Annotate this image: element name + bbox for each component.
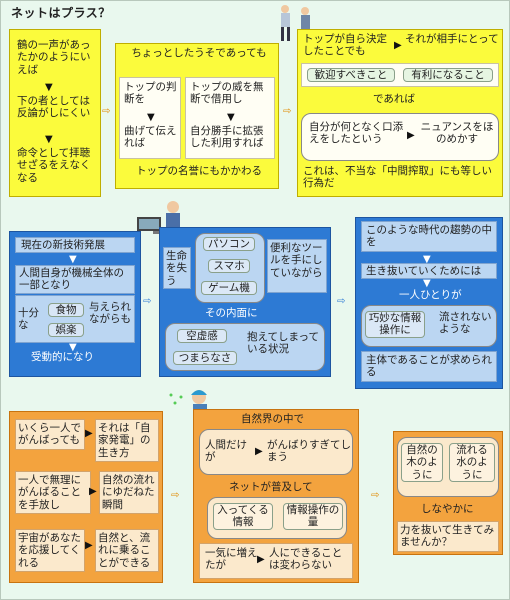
- row1-col2-right-bottom: 自分勝手に拡張した利用すれば: [190, 125, 264, 150]
- right-arrow-icon: ▶: [255, 446, 263, 457]
- row3-col2-heading: 自然界の中で: [241, 413, 304, 425]
- row1-col2-heading: ちょっとしたうそであっても: [131, 47, 267, 59]
- row2-col2-holding: 抱えてしまっている状況: [247, 331, 320, 356]
- page-title: ネットはプラス？: [11, 6, 111, 20]
- row1-col3-conj: であれば: [373, 93, 415, 105]
- tag-game-console: ゲーム機: [201, 281, 257, 296]
- row3-col1-c2: 自然と、流れに乗ることができる: [95, 529, 159, 572]
- row2-col1-heading: 現在の新技術発展: [21, 239, 105, 251]
- row3-col2-top-box: [199, 429, 353, 475]
- down-arrow-icon: ▼: [423, 278, 431, 289]
- tag-welcome: 歓迎すべきこと: [307, 68, 395, 83]
- right-arrow-icon: ⇨: [337, 296, 346, 307]
- right-arrow-icon: ⇨: [102, 106, 111, 117]
- row2-col2-life-loss: 生命を失う: [163, 247, 191, 289]
- row2-col3-survive: 生き抜いていくためには: [361, 263, 497, 280]
- row3-col1-b2: 自然の流れにゆだねた瞬間: [99, 471, 159, 514]
- down-arrow-icon: ▼: [45, 134, 53, 145]
- right-arrow-icon: ▶: [85, 540, 93, 551]
- down-arrow-icon: ▼: [147, 112, 155, 123]
- row1-col3-top-right: それが相手にとって: [405, 33, 499, 45]
- tag-food: 食物: [48, 303, 84, 318]
- tag-boredom: つまらなさ: [173, 351, 237, 366]
- row1-col1-text1: 鶴の一声があったかのようにいえば: [17, 39, 91, 76]
- row1-col2-right-top: トップの威を無断で借用し: [190, 81, 264, 106]
- tag-advantage: 有利になること: [403, 68, 493, 83]
- down-arrow-icon: ▼: [423, 254, 431, 265]
- tag-incoming-info: 入ってくる情報: [213, 503, 273, 530]
- tag-water: 流れる水のように: [449, 443, 495, 482]
- row1-col2-right-box: [185, 77, 275, 159]
- tag-entertainment: 娯楽: [48, 323, 84, 338]
- row2-col1-footer: 受動的になり: [31, 351, 94, 363]
- row1-col2-left-top: トップの判断を: [124, 81, 177, 106]
- row1-col3-mid-right: ニュアンスをほのめかす: [420, 121, 494, 146]
- row1-col3-mid-left: 自分が何となく口添えをしたという: [309, 121, 404, 146]
- down-arrow-icon: ▼: [69, 342, 77, 353]
- row3-col1-c1: 宇宙があなたを応援してくれる: [15, 529, 85, 572]
- row1-col1-panel: [9, 29, 101, 197]
- row3-col2-trying-hard: がんばりすぎてしまう: [267, 439, 351, 464]
- right-arrow-icon: ▶: [394, 40, 402, 51]
- row2-col3-each: 一人ひとりが: [399, 289, 462, 301]
- row3-col2-net-spread: ネットが普及して: [229, 481, 313, 493]
- row3-col1-b1: 一人で無理にがんばることを手放し: [15, 471, 91, 514]
- row1-col3-top-left: トップが自ら決定したことでも: [303, 33, 387, 58]
- tag-smartphone: スマホ: [208, 259, 250, 274]
- down-arrow-icon: ▼: [45, 82, 53, 93]
- row1-col3-mid-box: [301, 113, 499, 161]
- row1-col3-conclusion: これは、不当な「中間搾取」にも等しい行為だ: [303, 165, 492, 190]
- tag-tree: 自然の木のように: [401, 443, 443, 482]
- row3-col2-human-can: 人にできることは変わらない: [269, 547, 343, 572]
- right-arrow-icon: ⇨: [143, 296, 152, 307]
- row3-col2-only-human: 人間だけが: [205, 439, 247, 464]
- row2-col3-heading: このような時代の趨勢の中を: [361, 221, 497, 252]
- row3-col2-bottom-box: [199, 543, 353, 579]
- row2-col1-given: 与えられながらも: [89, 301, 131, 326]
- row3-col2-surge: 一気に増えたが: [205, 547, 258, 572]
- right-arrow-icon: ⇨: [371, 490, 380, 501]
- row3-col1-a1: いくら一人でがんばっても: [15, 419, 85, 450]
- row2-col1-heading-box: [15, 237, 135, 253]
- row1-col1-text2: 下の者としては反論がしにくい: [17, 95, 91, 120]
- down-arrow-icon: ▼: [69, 254, 77, 265]
- tag-pc: パソコン: [203, 237, 255, 252]
- row2-col3-subject: 主体であることが求められる: [361, 351, 497, 382]
- row3-col1-a2: それは「自家発電」の生き方: [95, 419, 159, 462]
- tag-manipulation-amount: 情報操作の量: [283, 503, 343, 530]
- tag-emptiness: 空虚感: [177, 329, 227, 344]
- row1-col2-left-box: [119, 77, 181, 159]
- people-illustration: [281, 5, 310, 43]
- row2-col2-inside: その内面に: [205, 307, 258, 319]
- right-arrow-icon: ▶: [257, 554, 265, 565]
- row3-col3-supple: しなやかに: [421, 503, 474, 515]
- tag-manipulation: 巧妙な情報操作に: [365, 311, 425, 338]
- right-arrow-icon: ⇨: [171, 490, 180, 501]
- row1-col1-text3: 命令として拝聴せざるをえなくなる: [17, 147, 91, 184]
- right-arrow-icon: ▶: [407, 130, 415, 141]
- row1-col2-footer: トップの名誉にもかかわる: [136, 165, 262, 177]
- row2-col1-left-word: 十分な: [18, 307, 39, 332]
- row2-col1-text1: 人間自身が機械全体の一部となり: [15, 265, 135, 294]
- right-arrow-icon: ▶: [85, 428, 93, 439]
- right-arrow-icon: ⇨: [283, 106, 292, 117]
- row2-col3-not-swept: 流されないような: [439, 311, 492, 336]
- row3-col3-relax: 力を抜いて生きてみませんか？: [397, 521, 499, 552]
- row2-col2-tools: 便利なツールを手にしていながら: [267, 239, 327, 293]
- down-arrow-icon: ▼: [227, 112, 235, 123]
- row1-col2-left-bottom: 曲げて伝えれば: [124, 125, 177, 150]
- right-arrow-icon: ▶: [89, 486, 97, 497]
